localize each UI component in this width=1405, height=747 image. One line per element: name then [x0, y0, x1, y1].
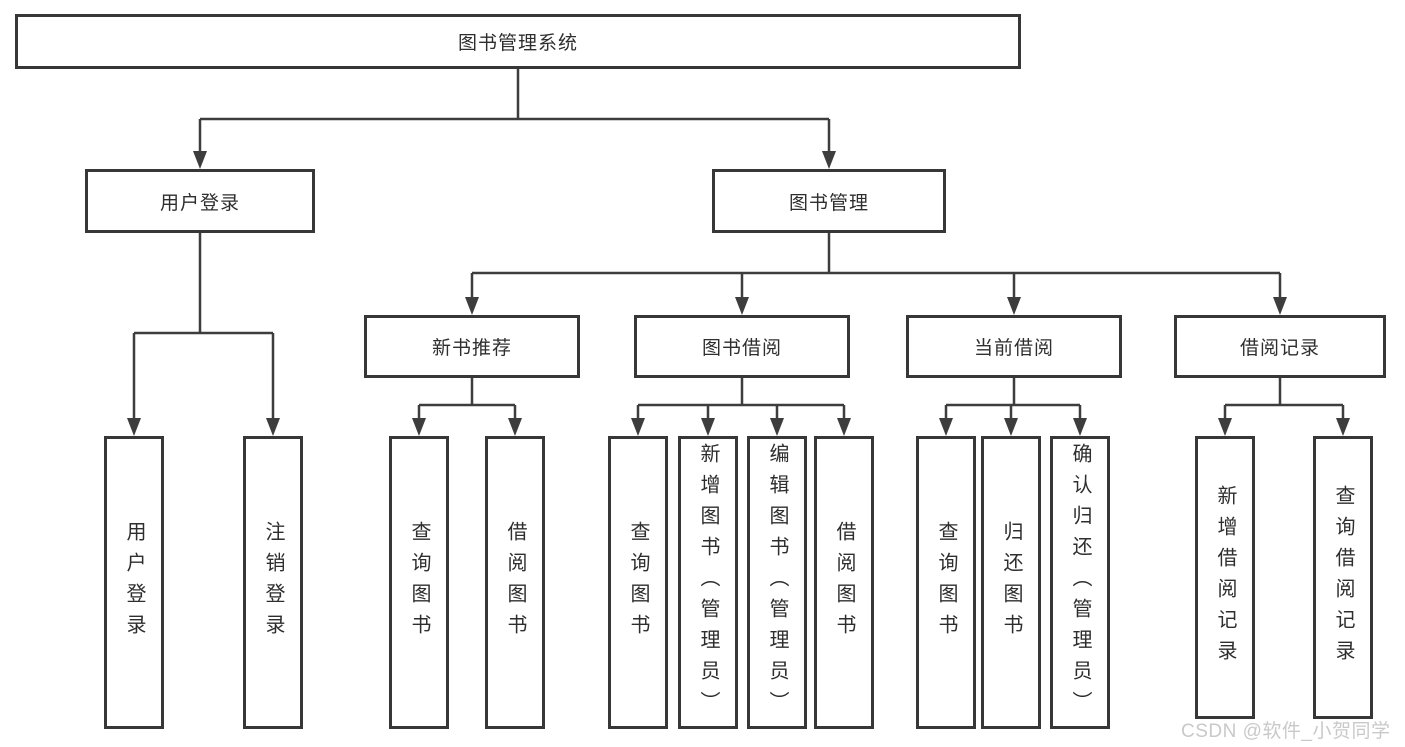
- node-user-login: 用户登录: [85, 169, 315, 233]
- node-current-return-books: 归还图书: [981, 436, 1041, 729]
- node-borrow-edit-books-admin: 编辑图书（管理员）: [747, 436, 807, 729]
- node-borrow-query-books: 查询图书: [608, 436, 668, 729]
- node-borrow-records: 借阅记录: [1174, 315, 1386, 378]
- csdn-watermark: CSDN @软件_小贺同学: [1181, 721, 1391, 742]
- node-borrow-add-books-admin: 新增图书（管理员）: [678, 436, 738, 729]
- arrowhead-icons: [127, 151, 1350, 436]
- node-root-system: 图书管理系统: [15, 14, 1021, 69]
- node-recommend-query-books: 查询图书: [389, 436, 449, 729]
- node-recommend-borrow-books: 借阅图书: [485, 436, 545, 729]
- node-current-query-books: 查询图书: [916, 436, 976, 729]
- node-user-login-action: 用户登录: [104, 436, 164, 729]
- node-records-query-record: 查询借阅记录: [1313, 436, 1373, 719]
- node-current-confirm-return-admin: 确认归还（管理员）: [1050, 436, 1110, 729]
- node-book-management: 图书管理: [712, 169, 946, 233]
- node-logout-action: 注销登录: [243, 436, 303, 729]
- node-records-add-record: 新增借阅记录: [1195, 436, 1255, 719]
- node-borrow-borrow-books: 借阅图书: [814, 436, 874, 729]
- node-current-borrow: 当前借阅: [906, 315, 1122, 378]
- node-book-borrow: 图书借阅: [634, 315, 850, 378]
- node-new-book-recommend: 新书推荐: [364, 315, 580, 378]
